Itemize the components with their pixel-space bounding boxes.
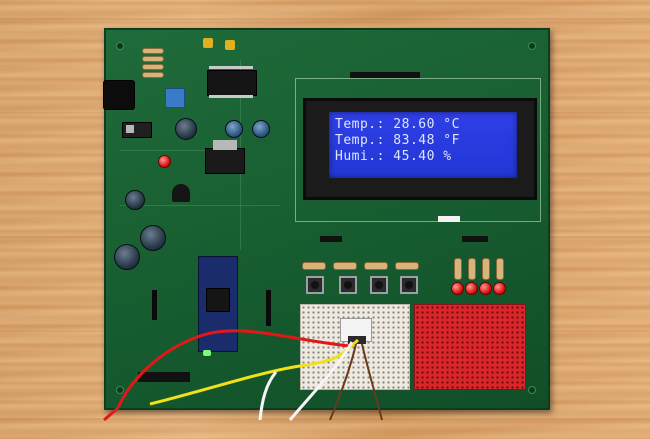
resistor	[142, 48, 164, 54]
brown-wire	[361, 343, 383, 421]
pin-header	[462, 236, 488, 242]
red-breadboard	[414, 304, 526, 390]
brown-wire	[329, 343, 357, 421]
resistor	[395, 262, 419, 270]
electrolytic-capacitor	[140, 225, 166, 251]
red-led	[493, 282, 506, 295]
electrolytic-capacitor	[175, 118, 197, 140]
mounting-hole	[116, 42, 124, 50]
electrolytic-capacitor	[114, 244, 140, 270]
yellow-capacitor	[203, 38, 213, 48]
red-led	[479, 282, 492, 295]
resistor	[468, 258, 476, 280]
electrolytic-capacitor	[125, 190, 145, 210]
pcb-trace	[120, 150, 230, 151]
microcontroller-chip	[206, 288, 230, 312]
lcd-line-2: Temp.: 83.48 °F	[335, 133, 460, 148]
red-led	[465, 282, 478, 295]
pin-header	[152, 290, 157, 320]
resistor	[142, 56, 164, 62]
ic-pins	[209, 95, 253, 98]
mounting-hole	[528, 42, 536, 50]
electrolytic-capacitor	[225, 120, 243, 138]
white-wire	[288, 341, 354, 421]
resistor	[142, 72, 164, 78]
resistor	[333, 262, 357, 270]
lcd-line-1: Temp.: 28.60 °C	[335, 117, 460, 132]
resistor	[364, 262, 388, 270]
pcb-trace	[120, 205, 280, 206]
pin-header	[138, 372, 190, 382]
nano-status-led	[203, 350, 211, 356]
transistor	[172, 184, 190, 202]
yellow-wire	[149, 338, 359, 406]
lcd-line-3: Humi.: 45.40 %	[335, 149, 452, 164]
wood-grain	[0, 418, 650, 420]
yellow-capacitor	[225, 40, 235, 50]
resistor	[482, 258, 490, 280]
dc-power-jack	[103, 80, 135, 110]
slide-switch-knob	[126, 125, 134, 133]
push-button	[306, 276, 324, 294]
red-led	[451, 282, 464, 295]
resistor	[142, 64, 164, 70]
red-wire	[103, 406, 119, 422]
push-button	[370, 276, 388, 294]
mounting-hole	[116, 386, 124, 394]
resistor	[454, 258, 462, 280]
regulator-heat-tab	[213, 140, 237, 150]
white-component	[438, 216, 460, 222]
pin-header	[320, 236, 342, 242]
push-button	[400, 276, 418, 294]
pin-header	[266, 290, 271, 326]
wood-grain	[0, 18, 650, 20]
power-led	[158, 155, 171, 168]
resistor	[302, 262, 326, 270]
lcd-silkscreen-outline	[295, 78, 541, 222]
electrolytic-capacitor	[252, 120, 270, 138]
mounting-hole	[528, 386, 536, 394]
white-wire	[258, 371, 278, 421]
red-wire	[116, 329, 351, 409]
push-button	[339, 276, 357, 294]
lcd-display: Temp.: 28.60 °C Temp.: 83.48 °F Humi.: 4…	[329, 112, 517, 178]
resistor	[496, 258, 504, 280]
ic-pins	[209, 66, 253, 69]
dip-switch	[165, 88, 185, 108]
lcd-header-pins	[350, 72, 420, 78]
